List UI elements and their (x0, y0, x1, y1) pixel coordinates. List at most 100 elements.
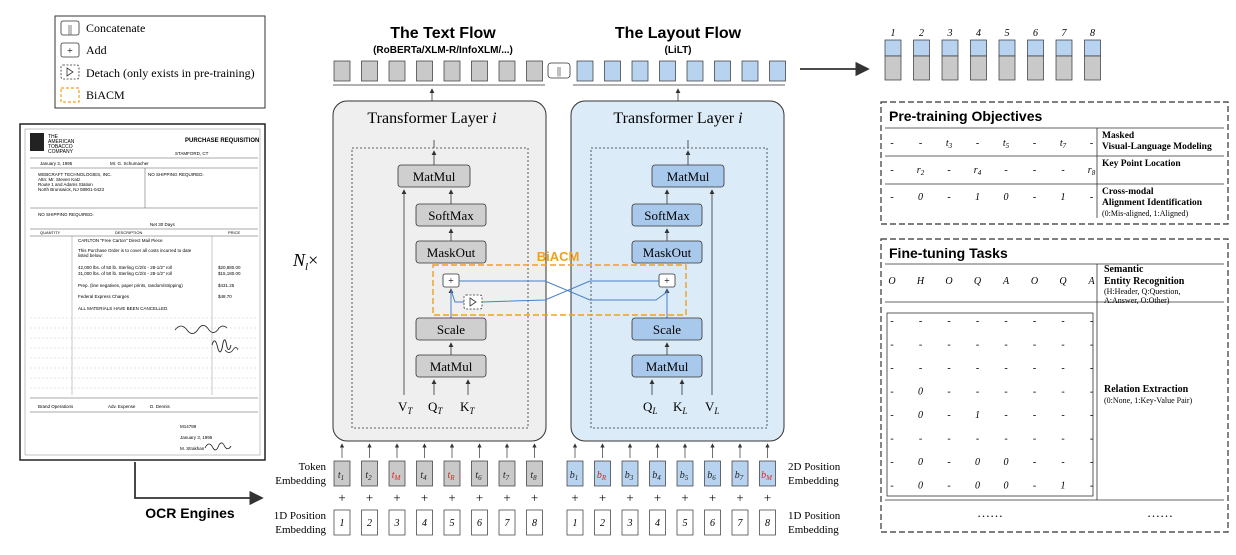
output-token-text-part (884, 55, 902, 81)
re-cell: - (947, 481, 950, 492)
layout-input-v: VL (705, 399, 719, 416)
pretrain-cell: - (1061, 165, 1064, 176)
layout-embedding-4 (649, 460, 666, 487)
position-label: 5 (683, 518, 688, 529)
position-embedding-7 (731, 509, 749, 536)
svg-text:STAMFORD, CT: STAMFORD, CT (175, 151, 209, 156)
handwriting-signature-icon (174, 325, 228, 334)
re-cell: - (1033, 481, 1036, 492)
svg-text:$431.25: $431.25 (218, 283, 235, 288)
re-cell: - (1033, 387, 1036, 398)
re-cell: - (890, 316, 893, 327)
output-index: 8 (1090, 28, 1095, 39)
text-input-v: VT (398, 399, 413, 416)
plus-sign: + (571, 490, 578, 505)
re-cell: - (919, 316, 922, 327)
position-embedding-2 (361, 509, 378, 536)
token-label: t2 (365, 470, 372, 482)
output-token-layout-part (1084, 39, 1101, 57)
layout-output-token (604, 60, 621, 82)
re-cell: - (976, 363, 979, 374)
svg-text:MatMul: MatMul (667, 169, 710, 184)
position-label: 6 (477, 518, 482, 529)
svg-text:Net 30 Days: Net 30 Days (150, 222, 176, 227)
output-index: 3 (947, 28, 953, 39)
layout-embedding-2 (594, 460, 611, 487)
concat-box (547, 62, 571, 79)
position-embedding-7 (498, 509, 516, 536)
svg-text:||: || (557, 66, 561, 77)
output-index: 6 (1033, 28, 1038, 39)
pretrain-note: (0:Mis-aligned, 1:Aligned) (1102, 209, 1189, 218)
re-cell: - (1061, 363, 1064, 374)
output-token-text-part (970, 55, 987, 81)
token-label: tR (447, 470, 455, 482)
text-transformer-title: Transformer Layer i (367, 110, 496, 127)
re-cell: - (1090, 457, 1093, 468)
re-cell: - (919, 340, 922, 351)
pretrain-cell: r4 (974, 165, 982, 177)
layout-flow-title: The Layout Flow (615, 25, 742, 42)
layout-embedding-5 (676, 460, 694, 487)
re-cell: - (1004, 340, 1007, 351)
detach-icon (66, 67, 74, 77)
pretrain-cell: - (976, 138, 979, 149)
legend-detach: Detach (only exists in pre-training) (86, 66, 255, 80)
re-cell: - (1033, 363, 1036, 374)
pretrain-cell: 0 (1004, 192, 1009, 203)
re-cell: - (947, 340, 950, 351)
svg-text:+: + (448, 276, 454, 287)
plus-sign: + (476, 490, 483, 505)
re-cell: - (947, 363, 950, 374)
biacm-label: BiACM (537, 249, 580, 264)
re-cell: - (1061, 434, 1064, 445)
pretrain-label: Key Point Location (1102, 159, 1181, 169)
re-cell: - (1061, 316, 1064, 327)
plus-sign: + (654, 490, 661, 505)
svg-text:QUANTITY: QUANTITY (40, 230, 61, 235)
layout-input-q: QL (643, 399, 657, 416)
layout-input-k: KL (673, 399, 687, 416)
svg-text:D. Dennis: D. Dennis (150, 404, 171, 409)
svg-text:AMERICAN: AMERICAN (48, 139, 75, 145)
svg-text:January 3, 1995: January 3, 1995 (180, 435, 213, 440)
layout-output-token (576, 60, 594, 82)
svg-text:+: + (664, 276, 670, 287)
svg-text:M14789: M14789 (180, 424, 197, 429)
legend-biacm: BiACM (86, 88, 125, 102)
plus-sign: + (503, 490, 510, 505)
plus-sign: + (366, 490, 373, 505)
re-cell: 0 (975, 457, 980, 468)
re-cell: - (1033, 316, 1036, 327)
token-label: b7 (735, 470, 744, 482)
output-token-layout-part (884, 39, 902, 57)
svg-text:PRICE: PRICE (228, 230, 241, 235)
svg-text:$20,880.00: $20,880.00 (218, 265, 241, 270)
svg-text:Adv. Expense: Adv. Expense (108, 404, 136, 409)
layout-output-token (714, 60, 731, 82)
position-label: 7 (738, 518, 744, 529)
re-cell: - (1090, 434, 1093, 445)
output-token-layout-part (1027, 39, 1044, 57)
token-label: t1 (338, 470, 344, 482)
token-embedding-7 (498, 460, 516, 487)
layout-output-token (659, 60, 676, 82)
text-attention-blocks: MatMul SoftMax MaskOut Scale MatMul VT Q… (397, 140, 487, 416)
token-label: b3 (625, 470, 634, 482)
plus-sign: + (531, 490, 538, 505)
re-cell: - (976, 387, 979, 398)
token-label: t8 (530, 470, 537, 482)
re-cell: - (1090, 410, 1093, 421)
pretrain-cell: 1 (975, 192, 980, 203)
re-cell: - (1061, 457, 1064, 468)
position-label: 1 (340, 518, 345, 529)
svg-text:31,000 lbs. of 50 lb. Sterling: 31,000 lbs. of 50 lb. Sterling C/2/S - 2… (78, 271, 172, 276)
position-embedding-1 (566, 509, 584, 536)
token-embedding-5 (443, 460, 461, 487)
re-cell: 0 (1004, 457, 1009, 468)
layout-output-token (741, 60, 759, 82)
layout-transformer-layer: Transformer Layer i (570, 100, 785, 442)
plus-sign: + (421, 490, 428, 505)
position-label: 8 (765, 518, 770, 529)
re-cell: - (890, 387, 893, 398)
